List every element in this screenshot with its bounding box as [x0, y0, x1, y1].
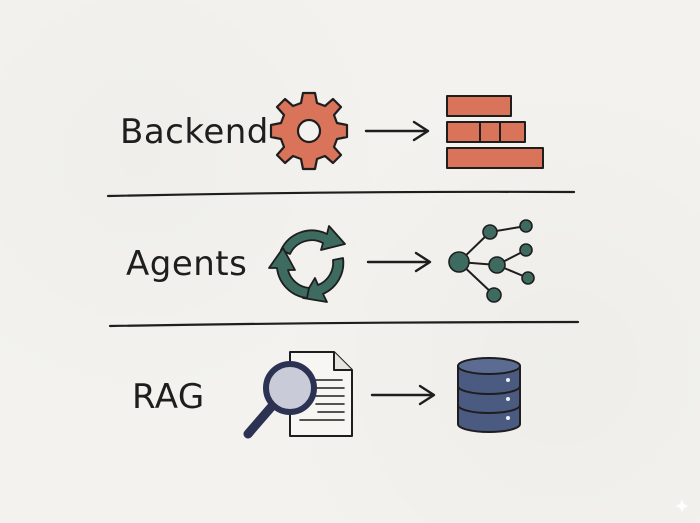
- cycle-arrows-icon: [268, 225, 346, 303]
- row-label-backend: Backend: [120, 112, 269, 152]
- document-search-icon: [243, 351, 353, 439]
- arrow-icon: [364, 120, 430, 142]
- row-label-rag: RAG: [132, 377, 205, 417]
- divider-1: [106, 190, 576, 198]
- brick-wall-icon: [446, 95, 544, 169]
- arrow-icon: [366, 251, 432, 273]
- database-icon: [457, 357, 521, 433]
- sparkle-icon: [675, 499, 689, 513]
- arrow-icon: [370, 384, 436, 406]
- node-graph-icon: [448, 219, 535, 303]
- gear-icon: [269, 91, 349, 171]
- row-label-agents: Agents: [126, 244, 248, 284]
- divider-2: [108, 320, 580, 328]
